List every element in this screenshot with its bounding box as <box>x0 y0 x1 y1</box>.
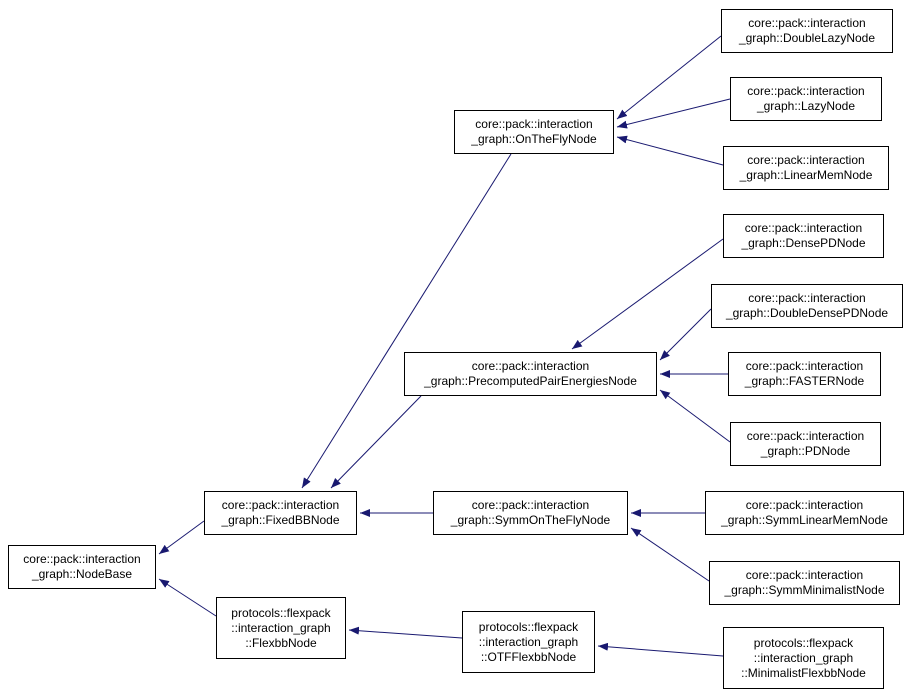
class-node-label-line: core::pack::interaction <box>471 359 590 373</box>
class-node-linear-mem-node[interactable]: core::pack::interaction_graph::LinearMem… <box>723 146 889 190</box>
class-node-node-base[interactable]: core::pack::interaction_graph::NodeBase <box>8 545 156 589</box>
class-node-label-line: _graph::DoubleLazyNode <box>738 31 876 45</box>
class-node-double-dense-pd-node[interactable]: core::pack::interaction_graph::DoubleDen… <box>711 284 903 328</box>
class-node-otf-flexbb-node[interactable]: protocols::flexpack::interaction_graph::… <box>462 611 595 673</box>
class-node-label-line: _graph::FASTERNode <box>744 374 865 388</box>
class-node-pd-node[interactable]: core::pack::interaction_graph::PDNode <box>730 422 881 466</box>
class-node-label-line: core::pack::interaction <box>745 359 864 373</box>
inheritance-edge-double-dense-pd-node-to-precomputed-pair-energies-node <box>659 308 712 361</box>
class-node-symm-linear-mem-node[interactable]: core::pack::interaction_graph::SymmLinea… <box>705 491 904 535</box>
class-node-label-line: core::pack::interaction <box>745 498 864 512</box>
class-node-label-line: _graph::LinearMemNode <box>739 168 873 182</box>
class-node-label-line: core::pack::interaction <box>745 568 864 582</box>
inheritance-edge-symm-minimalist-node-to-symm-on-the-fly-node <box>630 527 710 582</box>
inheritance-edge-lazy-node-to-on-the-fly-node <box>616 98 731 129</box>
class-node-label-line: protocols::flexpack <box>478 619 579 634</box>
inheritance-edge-on-the-fly-node-to-fixed-bb-node <box>301 153 512 489</box>
class-node-precomputed-pair-energies-node[interactable]: core::pack::interaction_graph::Precomput… <box>404 352 657 396</box>
class-node-label-line: _graph::SymmLinearMemNode <box>721 513 888 527</box>
class-node-label-line: core::pack::interaction <box>221 498 340 512</box>
inheritance-edge-otf-flexbb-node-to-flexbb-node <box>348 626 463 639</box>
class-node-faster-node[interactable]: core::pack::interaction_graph::FASTERNod… <box>728 352 881 396</box>
inheritance-edge-precomputed-pair-energies-node-to-fixed-bb-node <box>330 395 422 489</box>
class-node-double-lazy-node[interactable]: core::pack::interaction_graph::DoubleLaz… <box>721 9 893 53</box>
class-node-label-line: _graph::LazyNode <box>756 99 856 113</box>
inheritance-edge-minimalist-flexbb-node-to-otf-flexbb-node <box>597 642 724 657</box>
class-node-label-line: _graph::SymmOnTheFlyNode <box>450 513 611 527</box>
class-node-label-line: ::interaction_graph <box>231 620 331 635</box>
class-node-label-line: core::pack::interaction <box>471 498 590 512</box>
class-node-label-line: core::pack::interaction <box>746 429 865 443</box>
class-node-on-the-fly-node[interactable]: core::pack::interaction_graph::OnTheFlyN… <box>454 110 614 154</box>
inheritance-edge-fixed-bb-node-to-node-base <box>158 520 205 555</box>
class-node-dense-pd-node[interactable]: core::pack::interaction_graph::DensePDNo… <box>723 214 884 258</box>
class-node-label-line: core::pack::interaction <box>475 117 593 131</box>
class-node-label-line: core::pack::interaction <box>748 291 866 305</box>
inheritance-edge-pd-node-to-precomputed-pair-energies-node <box>659 389 731 443</box>
class-node-label-line: ::FlexbbNode <box>245 635 317 650</box>
class-node-flexbb-node[interactable]: protocols::flexpack::interaction_graph::… <box>216 597 346 659</box>
class-node-symm-on-the-fly-node[interactable]: core::pack::interaction_graph::SymmOnThe… <box>433 491 628 535</box>
class-node-fixed-bb-node[interactable]: core::pack::interaction_graph::FixedBBNo… <box>204 491 357 535</box>
inheritance-edge-flexbb-node-to-node-base <box>158 578 217 617</box>
class-node-label-line: core::pack::interaction <box>748 16 866 30</box>
class-node-label-line: _graph::DensePDNode <box>741 236 866 250</box>
class-node-label-line: ::OTFFlexbbNode <box>480 649 577 664</box>
class-node-lazy-node[interactable]: core::pack::interaction_graph::LazyNode <box>730 77 882 121</box>
class-node-label-line: _graph::NodeBase <box>31 567 133 581</box>
class-node-label-line: core::pack::interaction <box>747 84 865 98</box>
class-node-label-line: _graph::PDNode <box>760 444 851 458</box>
class-node-label-line: _graph::OnTheFlyNode <box>471 132 597 146</box>
class-node-label-line: protocols::flexpack <box>231 605 331 620</box>
class-node-label-line: core::pack::interaction <box>747 153 865 167</box>
class-node-label-line: core::pack::interaction <box>744 221 863 235</box>
class-node-label-line: _graph::DoubleDensePDNode <box>725 306 889 320</box>
class-node-minimalist-flexbb-node[interactable]: protocols::flexpack::interaction_graph::… <box>723 627 884 689</box>
class-node-label-line: _graph::FixedBBNode <box>221 513 340 527</box>
class-node-label-line: core::pack::interaction <box>23 552 141 566</box>
inheritance-edge-dense-pd-node-to-precomputed-pair-energies-node <box>571 238 724 350</box>
class-node-symm-minimalist-node[interactable]: core::pack::interaction_graph::SymmMinim… <box>709 561 900 605</box>
class-node-label-line: ::interaction_graph <box>753 650 854 665</box>
inheritance-edge-linear-mem-node-to-on-the-fly-node <box>616 135 724 166</box>
class-node-label-line: ::MinimalistFlexbbNode <box>741 665 866 680</box>
class-node-label-line: protocols::flexpack <box>753 635 854 650</box>
class-node-label-line: _graph::PrecomputedPairEnergiesNode <box>424 374 637 388</box>
inheritance-edge-double-lazy-node-to-on-the-fly-node <box>616 35 722 120</box>
class-node-label-line: ::interaction_graph <box>478 634 579 649</box>
class-node-label-line: _graph::SymmMinimalistNode <box>724 583 885 597</box>
